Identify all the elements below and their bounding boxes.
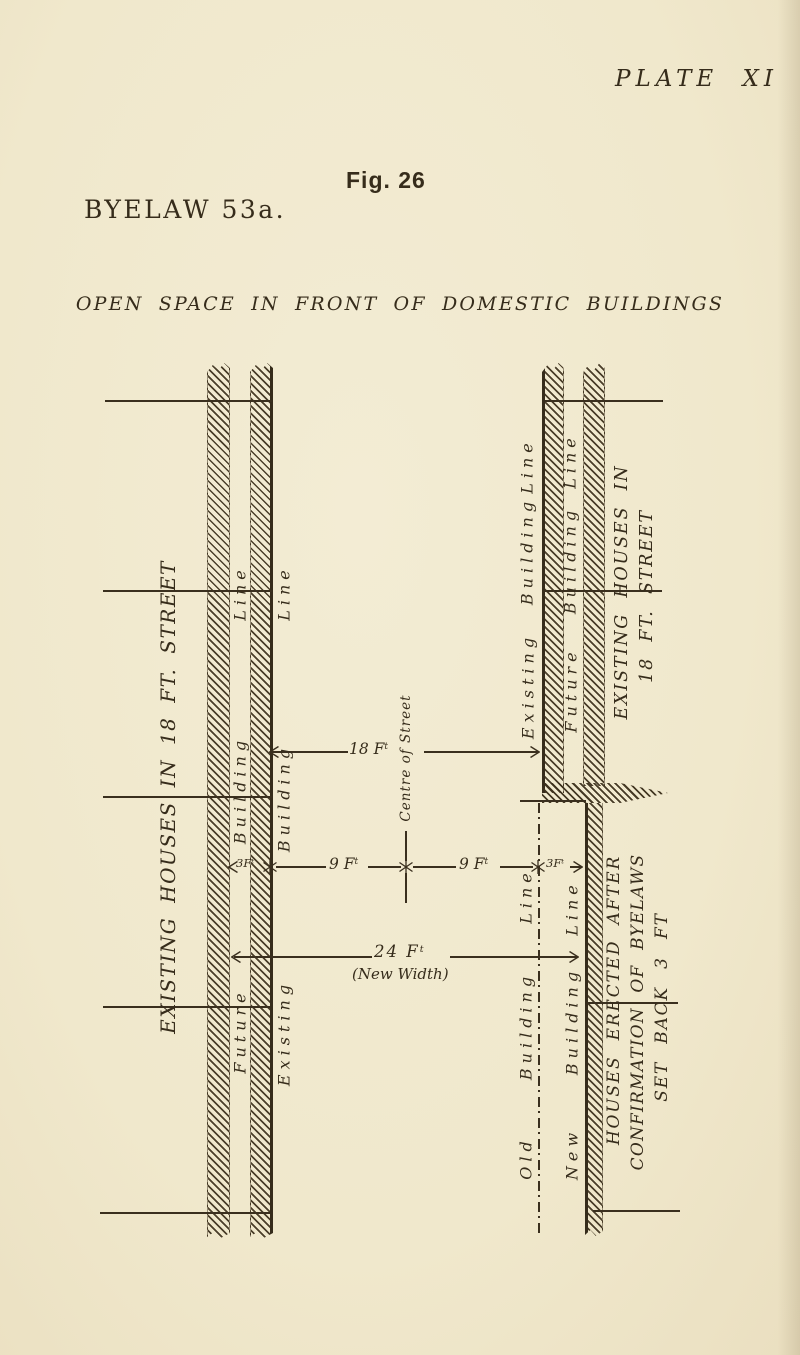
party-wall-tick [545, 400, 663, 402]
new-building-line-word: Building [562, 966, 582, 1076]
right-street-caption-line1: EXISTING HOUSES IN [612, 464, 632, 720]
dim-9ft-left-sup: t [354, 857, 359, 868]
setback-houses-caption-line2: CONFIRMATION OF BYELAWS [628, 853, 648, 1171]
party-wall-tick [587, 1002, 678, 1004]
arrowhead-left-icon [269, 746, 279, 758]
party-wall-tick [103, 1006, 270, 1008]
party-wall-tick [105, 400, 272, 402]
setback-houses-caption-line3: SET BACK 3 FT [652, 912, 672, 1102]
left-street-caption: EXISTING HOUSES IN 18 FT. STREET [156, 560, 180, 1034]
party-wall-tick [103, 796, 272, 798]
left-existing-line-word: Line [274, 565, 294, 621]
centre-of-street-label: Centre of Street [398, 694, 414, 822]
dim-18ft-value: 18 F [349, 740, 385, 758]
old-building-line-word: Old [516, 1136, 536, 1180]
figure-subtitle: OPEN SPACE IN FRONT OF DOMESTIC BUILDING… [75, 293, 725, 315]
old-building-line-dashdot [538, 803, 540, 1233]
plate-title: PLATE XI [614, 66, 778, 92]
dim-9ft-left-label: 9 Ft [329, 855, 358, 873]
party-wall-tick [100, 1212, 270, 1214]
survey-station-star-icon [262, 859, 278, 875]
left-future-line-word: Line [230, 565, 250, 621]
arrowhead-right-icon [573, 861, 583, 873]
dim-9ft-right-label: 9 Ft [459, 855, 488, 873]
setback-step-baseline [520, 800, 586, 802]
right-existing-line-word: Existing [518, 632, 538, 740]
party-wall-tick [593, 1210, 680, 1212]
setback-houses-caption-line1: HOUSES ERECTED AFTER [604, 854, 624, 1146]
dim-3ft-left-sup: t [251, 857, 254, 866]
dim-chain-line [413, 866, 456, 868]
right-existing-house-wall-hatch [542, 363, 564, 793]
dim-9ft-right-value: 9 F [459, 855, 485, 873]
arrowhead-left-icon [228, 861, 238, 873]
dim-18ft-label: 18 Ft [349, 740, 388, 758]
dim-24ft-value: 24 F [374, 942, 420, 961]
old-building-line-word: Building [516, 971, 536, 1081]
dim-9ft-left-value: 9 F [329, 855, 355, 873]
dim-18ft-line [272, 751, 348, 753]
centre-line [405, 831, 407, 861]
arrowhead-right-icon [569, 951, 579, 963]
dim-chain-line [276, 866, 326, 868]
right-future-line-word: Building [560, 505, 580, 615]
dim-24ft-label: 24 Ft [374, 942, 426, 961]
right-future-line-word: Future [561, 647, 581, 733]
dim-3ft-right-sup: t [561, 857, 564, 866]
dim-24ft-line [234, 956, 372, 958]
new-width-note: (New Width) [352, 965, 449, 983]
dim-3ft-left-value: 3F [236, 856, 252, 870]
right-existing-line-word: Line [517, 438, 537, 494]
left-future-line-word: Building [230, 735, 250, 845]
dim-18ft-line [424, 751, 539, 753]
dim-3ft-left-label: 3Ft [236, 856, 254, 870]
left-existing-line-word: Building [274, 743, 294, 853]
right-future-building-wall-hatch [583, 363, 605, 786]
dim-24ft-line [450, 956, 577, 958]
right-street-caption-line2: 18 FT. STREET [637, 509, 657, 683]
dim-24ft-sup: t [419, 943, 426, 955]
right-new-house-wall-hatch [585, 803, 603, 1237]
survey-station-star-icon [530, 859, 546, 875]
dim-3ft-right-label: 3Ft [546, 856, 564, 870]
left-future-line-word: Future [230, 988, 250, 1074]
new-building-line-word: Line [562, 880, 582, 936]
dim-18ft-sup: t [384, 742, 389, 753]
dim-chain-line [368, 866, 401, 868]
arrowhead-left-icon [231, 951, 241, 963]
left-future-building-wall-hatch [207, 362, 230, 1239]
old-building-line-word: Line [516, 868, 536, 924]
survey-station-star-icon [398, 859, 414, 875]
byelaw-number: BYELAW 53a. [84, 195, 287, 224]
right-existing-line-word: Building [517, 496, 537, 606]
left-existing-house-wall-hatch [250, 362, 273, 1239]
new-building-line-word: New [562, 1127, 582, 1181]
left-existing-line-word: Existing [274, 979, 294, 1087]
party-wall-tick [543, 590, 662, 592]
dim-9ft-right-sup: t [484, 857, 489, 868]
figure-number: Fig. 26 [346, 167, 426, 193]
right-future-line-word: Line [560, 433, 580, 489]
dim-3ft-right-value: 3F [546, 856, 562, 870]
setback-step-wall-hatch [542, 783, 668, 803]
dim-chain-line [570, 866, 581, 868]
dim-chain-line [500, 866, 533, 868]
centre-line [405, 873, 407, 903]
party-wall-tick [103, 590, 272, 592]
arrowhead-right-icon [530, 746, 540, 758]
